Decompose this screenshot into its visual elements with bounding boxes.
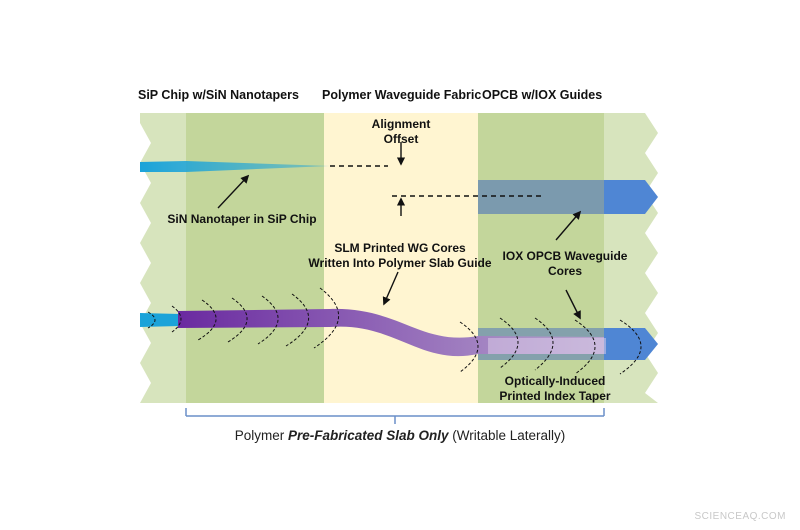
caption-emphasis: Pre-Fabricated Slab Only: [287, 428, 449, 443]
wavefront-curves: [147, 287, 642, 375]
header-sip-chip: SiP Chip w/SiN Nanotapers: [138, 88, 299, 102]
slab-caption: Polymer Pre-Fabricated Slab Only (Writab…: [170, 428, 630, 443]
iox-label-line1: IOX OPCB Waveguide: [502, 249, 628, 263]
taper-label: Optically-Induced Printed Index Taper: [480, 374, 630, 404]
annotation-arrows: [217, 142, 582, 320]
sin-nanotaper-top: [140, 161, 330, 172]
iox-top-arrow: [555, 210, 582, 241]
caption-prefix: Polymer: [234, 428, 288, 443]
slm-arrow: [382, 271, 399, 306]
iox-waveguide-bottom-end: [604, 328, 658, 360]
sip-chip-body: [186, 113, 324, 403]
printed-index-taper: [488, 338, 606, 354]
slm-label: SLM Printed WG Cores Written Into Polyme…: [300, 241, 500, 271]
alignment-offset-label: Alignment Offset: [351, 117, 451, 147]
slm-label-line1: SLM Printed WG Cores: [334, 241, 466, 255]
iox-bottom-arrow: [565, 289, 581, 320]
taper-label-line2: Printed Index Taper: [499, 389, 611, 403]
sin-nanotaper-arrow: [217, 174, 250, 209]
header-polymer-fabric: Polymer Waveguide Fabric: [322, 88, 482, 102]
slab-bracket: [185, 408, 605, 424]
iox-label-line2: Cores: [547, 264, 582, 278]
alignment-offset-line2: Offset: [383, 132, 419, 146]
caption-suffix: (Writable Laterally): [448, 428, 566, 443]
header-opcb: OPCB w/IOX Guides: [482, 88, 603, 102]
iox-waveguide-top-core: [478, 180, 604, 214]
iox-label: IOX OPCB Waveguide Cores: [490, 249, 640, 279]
sip-chip-edge: [140, 113, 186, 403]
watermark: SCIENCEAQ.COM: [694, 511, 786, 522]
sin-nanotaper-label: SiN Nanotaper in SiP Chip: [167, 212, 317, 226]
taper-label-line1: Optically-Induced: [504, 374, 606, 388]
slm-label-line2: Written Into Polymer Slab Guide: [308, 256, 492, 270]
alignment-offset-lines: [330, 165, 545, 197]
iox-waveguide-top-end: [604, 180, 658, 214]
alignment-offset-line1: Alignment: [371, 117, 431, 131]
